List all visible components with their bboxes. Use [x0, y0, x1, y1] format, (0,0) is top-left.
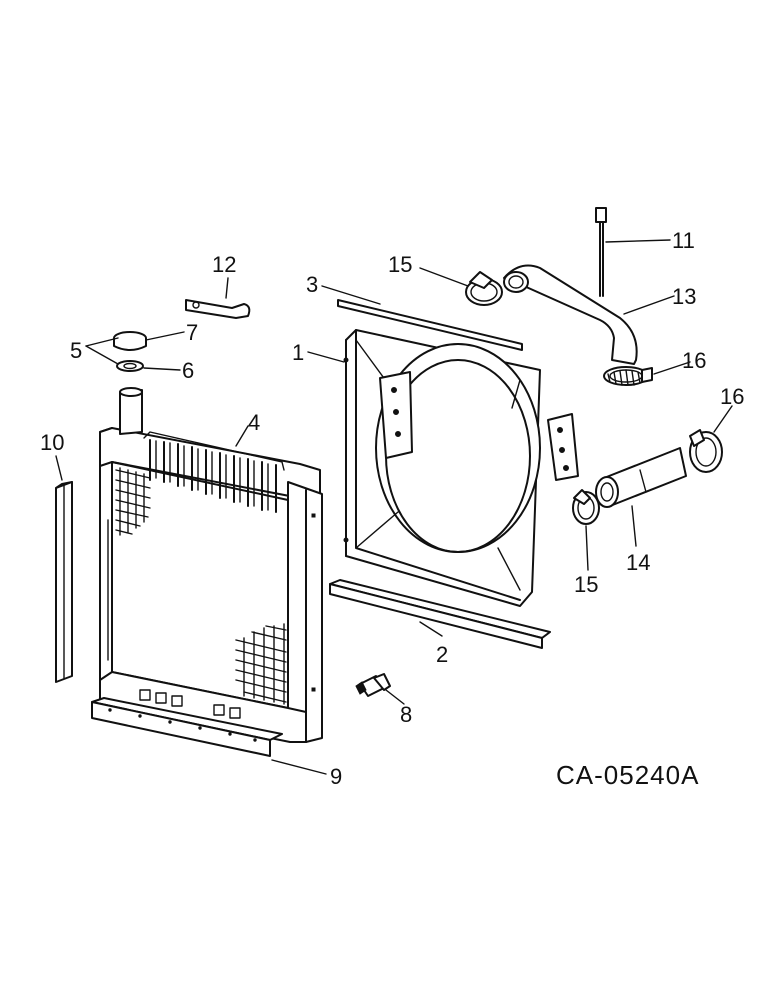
- drawing-code: CA-05240A: [556, 760, 699, 790]
- part-10-seal-strip: [55, 481, 73, 683]
- callout-15-upper: 15: [388, 252, 412, 277]
- callout-2: 2: [436, 642, 448, 667]
- callout-8: 8: [400, 702, 412, 727]
- part-6-cap-gasket: [116, 360, 144, 372]
- callout-leaders: [55, 239, 733, 775]
- part-16-hose-clamp-lower: [689, 429, 723, 473]
- callout-11: 11: [672, 228, 695, 253]
- callout-16-lower: 16: [720, 384, 744, 409]
- callout-7: 7: [186, 320, 198, 345]
- callout-12: 12: [212, 252, 236, 277]
- part-4-radiator: [99, 387, 323, 743]
- part-2-lower-seal: [329, 579, 551, 649]
- callout-9: 9: [330, 764, 342, 789]
- part-16-hose-clamp-upper: [603, 366, 653, 386]
- part-13-upper-hose: [503, 264, 638, 365]
- part-1-fan-shroud: [343, 329, 579, 607]
- callout-5: 5: [70, 338, 82, 363]
- callout-3: 3: [306, 272, 318, 297]
- part-9-lower-seal: [91, 697, 283, 757]
- callout-13: 13: [672, 284, 696, 309]
- part-11-rod: [595, 207, 607, 297]
- callout-6: 6: [182, 358, 194, 383]
- part-8-drain-cock: [355, 673, 391, 697]
- part-12-bracket: [185, 299, 251, 319]
- part-3-upper-seal: [337, 299, 523, 351]
- part-14-lower-hose: [595, 447, 687, 508]
- callout-1: 1: [292, 340, 304, 365]
- callout-15-lower: 15: [574, 572, 598, 597]
- callout-16-upper: 16: [682, 348, 706, 373]
- callout-14: 14: [626, 550, 650, 575]
- callout-labels: 1 2 3 4 5 6 7 8 9 10 11 12 13 14 15 15 1…: [40, 228, 744, 789]
- part-7-radiator-cap: [113, 331, 147, 351]
- radiator-core-mesh: [107, 467, 287, 705]
- part-15-hose-clamp-lower: [572, 489, 600, 525]
- part-15-hose-clamp-upper: [465, 271, 503, 306]
- callout-4: 4: [248, 410, 260, 435]
- callout-10: 10: [40, 430, 64, 455]
